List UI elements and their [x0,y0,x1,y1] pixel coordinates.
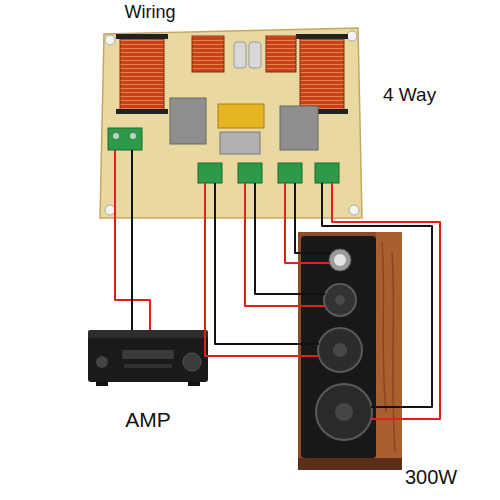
wire-stub [298,293,325,295]
cabinet-side [376,232,402,470]
crossover-board: 4 Way [100,28,362,218]
amp-knob [183,353,201,371]
pcb [100,28,362,218]
standoff [347,31,357,41]
wood-grain [382,242,395,452]
amp-top [88,330,208,338]
capacitor [249,42,261,68]
output-terminal [315,163,339,183]
inductor-coil [192,36,224,72]
tower-speaker: 300W [298,232,402,470]
capacitor [218,104,264,128]
speaker-wire [245,218,298,306]
node-label: AMP [88,408,208,432]
node-label: 300W [405,466,485,489]
board-wire-stubs [115,150,332,218]
wire-stub [214,183,216,218]
standoff [349,205,359,215]
midrange-driver [324,284,356,316]
wire-stub [331,183,333,218]
speaker-wire [285,218,298,263]
dust-cap [335,295,345,305]
speaker-wire [295,218,298,253]
capacitor [234,42,246,68]
wire-stub [131,150,133,218]
wire-stub [298,252,330,254]
crossover-board [100,28,362,218]
cabinet [298,232,402,470]
wire-stub [244,183,246,218]
speaker-wire [255,218,298,294]
inductor-coil [120,38,164,110]
terminal-screw [113,133,119,139]
coil-bobbin [116,34,168,39]
inductor-coil [300,38,344,110]
tweeter [329,249,351,271]
baffle [301,236,376,458]
speaker-wire [332,218,440,419]
midbass-driver [318,328,362,372]
capacitor [170,98,206,144]
dust-cap [333,343,347,357]
wire-stub [321,183,323,218]
speaker-wire [115,218,150,330]
wire-stub [371,418,402,420]
wire-stub [254,183,256,218]
tower-speaker [298,232,402,470]
amp-knob [96,356,108,368]
standoff [105,35,115,45]
coil-bobbin [296,34,348,39]
terminal-screw [130,133,136,139]
dust-cap [335,403,353,421]
amplifier [88,330,208,386]
amplifier: AMP [88,330,208,386]
wire-stub [284,183,286,218]
tweeter-dome [334,254,346,266]
wire-stub [298,355,319,357]
speaker-wire [215,218,298,344]
woofer [316,384,372,440]
amp-foot [188,382,200,386]
wire-stub [204,183,206,218]
plinth [298,458,402,470]
amp-display [122,350,174,359]
input-terminal [108,128,142,150]
speaker-wire-stubs [298,253,402,419]
standoff [105,205,115,215]
wire-stub [298,262,330,264]
coil-bobbin [116,109,168,114]
output-terminal [198,163,222,183]
resistor [220,132,260,154]
inductor-coil [266,36,296,72]
capacitor [280,106,318,150]
amp-foot [96,382,108,386]
speaker-wire [322,218,432,407]
diagram-title: Wiring [100,2,200,23]
wire-stub [298,305,325,307]
wire-stub [114,150,116,218]
output-terminal [278,163,302,183]
output-terminal [238,163,262,183]
speaker-wire [131,218,133,330]
amp-buttons [124,364,172,368]
wire-stub [371,406,402,408]
wire-stub [294,183,296,218]
amp-body [88,334,208,382]
wire-stub [298,343,319,345]
speaker-wire [205,218,298,356]
node-label: 4 Way [383,84,473,106]
